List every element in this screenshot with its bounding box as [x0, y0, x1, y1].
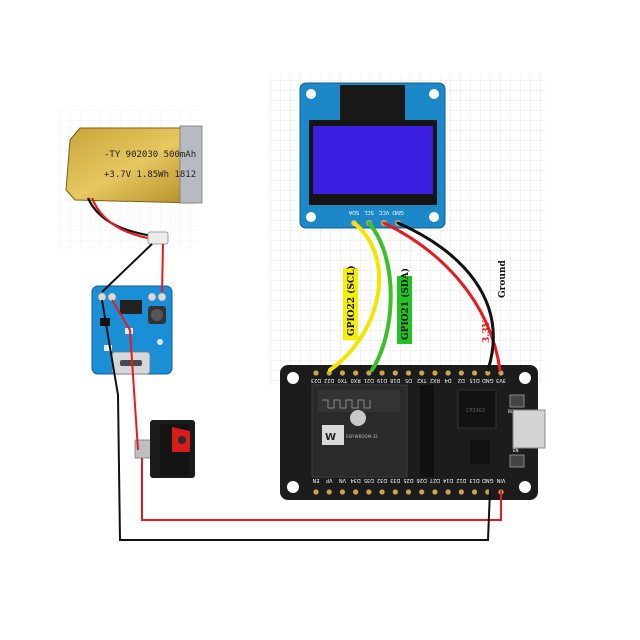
esp32-pin-label: D2: [458, 377, 465, 383]
esp32-pin-label: TX0: [338, 377, 349, 383]
esp32-pin-label: D26: [417, 477, 427, 483]
battery-label-line1: -TY 902030 500mAh: [104, 150, 196, 160]
esp32-pin: [366, 370, 372, 376]
esp32-pin-label: D14: [443, 477, 453, 483]
oled-screen: [313, 126, 433, 194]
oled-pin-label: SCL: [364, 209, 374, 215]
en-label: EN: [513, 448, 519, 453]
usb-uart-chip-label: CP2102: [466, 408, 485, 414]
wire-scl: [328, 221, 382, 372]
esp32-module-label: ESP-WROOM-32: [346, 434, 378, 439]
esp32-pin-label: RX2: [430, 377, 440, 383]
esp32-pin-label: D21: [364, 377, 374, 383]
esp32-pin-label: D35: [364, 477, 374, 483]
esp32-pin-label: D5: [405, 377, 412, 383]
esp32-pin-label: VIN: [496, 477, 505, 483]
esp32-pin-label: D32: [377, 477, 387, 483]
esp32-pin-label: 3V3: [496, 377, 506, 383]
esp32-pin-label: D22: [324, 377, 334, 383]
esp32-usb-port: [512, 409, 546, 449]
esp32-pin-label: D13: [469, 477, 479, 483]
esp32-pin: [458, 370, 464, 376]
esp32-pin-label: D33: [390, 477, 400, 483]
esp32-pin: [379, 489, 385, 495]
esp32-pin-label: D34: [351, 477, 361, 483]
esp32-pin: [313, 370, 319, 376]
esp32-pin-label: D12: [456, 477, 466, 483]
esp32-pin: [419, 370, 425, 376]
esp32-pin: [353, 370, 359, 376]
esp32-pin-label: EN: [312, 477, 319, 483]
esp32-pin: [432, 370, 438, 376]
wire-3v3: [382, 221, 502, 372]
esp32-pin: [339, 489, 346, 495]
svg-text:GPIO22 (SCL): GPIO22 (SCL): [346, 265, 357, 336]
battery-connector: [147, 231, 169, 245]
svg-text:W: W: [325, 432, 336, 443]
esp32-pin: [445, 489, 451, 495]
scl-label: GPIO22 (SCL): [343, 265, 358, 340]
esp32-pin: [498, 370, 504, 376]
svg-text:GPIO21 (SDA): GPIO21 (SDA): [400, 268, 411, 340]
esp32-pin: [326, 489, 332, 495]
esp32-pin: [445, 370, 451, 376]
wire-sda: [367, 221, 393, 372]
esp32-pin: [313, 489, 319, 495]
esp32-pin-label: D4: [445, 377, 452, 383]
esp32-pin: [405, 370, 412, 376]
esp32-pin: [485, 370, 491, 376]
esp32-pin-label: D19: [377, 377, 387, 383]
en-button[interactable]: [509, 454, 525, 468]
esp32-pin-label: GND: [482, 477, 494, 483]
esp32-pin-label: TX2: [417, 377, 428, 383]
esp32-pin: [353, 489, 359, 495]
wifi-logo-icon: [322, 425, 344, 445]
vcc-label: 3.3V: [482, 319, 492, 343]
wires: [101, 221, 502, 541]
boot-button[interactable]: [509, 394, 525, 408]
esp32-pin-label: VP: [326, 477, 332, 483]
wire-gnd-oled: [396, 221, 495, 372]
esp32-pin: [419, 489, 425, 495]
oled-pin-label: VCC: [378, 209, 389, 215]
sda-label: GPIO21 (SDA): [397, 268, 412, 344]
espressif-logo-icon: [350, 410, 366, 426]
rocker-switch: [134, 420, 195, 478]
esp32-pin: [379, 370, 385, 376]
esp32-pin-label: RX0: [351, 377, 361, 383]
esp32-pin: [392, 489, 398, 495]
esp32-pin: [405, 489, 412, 495]
esp32-pin: [339, 370, 346, 376]
esp32-pin-label: D23: [311, 377, 321, 383]
esp32-pin: [471, 489, 478, 495]
esp32-pin: [458, 489, 464, 495]
oled-pin-label: GND: [392, 209, 404, 215]
esp32-pin-label: D25: [403, 477, 413, 483]
ground-label: Ground: [498, 259, 508, 298]
esp32-pin-label: D15: [469, 377, 479, 383]
oled-pin-label: SDA: [348, 209, 359, 215]
esp32-pin-label: D18: [390, 377, 400, 383]
esp32-devkit: 3V3GNDD15D2D4RX2TX2D5D18D19D21RX0TX0D22D…: [280, 365, 546, 500]
battery-label-line2: +3.7V 1.85Wh 1812: [104, 170, 196, 180]
lipo-battery: -TY 902030 500mAh +3.7V 1.85Wh 1812: [65, 125, 203, 245]
esp32-pin: [392, 370, 398, 376]
esp32-pin: [471, 370, 478, 376]
esp32-pin: [432, 489, 438, 495]
esp32-pin-label: VN: [339, 477, 346, 483]
esp32-pin-label: GND: [482, 377, 494, 383]
esp32-pin: [366, 489, 372, 495]
charger-module: [91, 285, 173, 375]
esp32-pin-label: D27: [430, 477, 440, 483]
